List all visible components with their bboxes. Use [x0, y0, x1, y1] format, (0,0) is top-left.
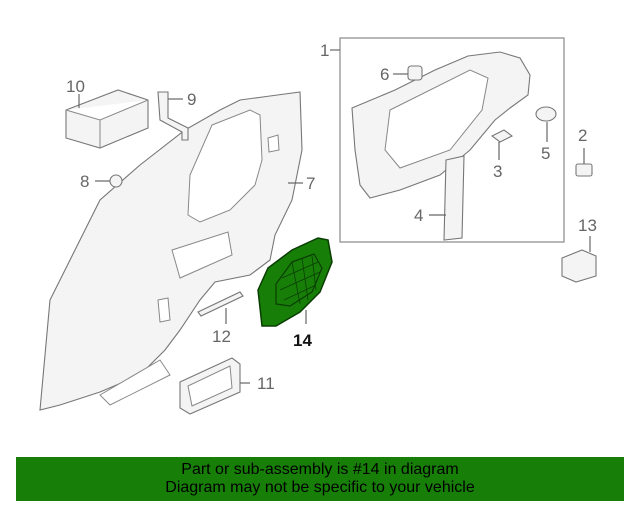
clip-6 [407, 65, 423, 81]
callout-8: 8 [80, 172, 89, 191]
leader-lines [78, 49, 591, 384]
clip-8 [109, 174, 123, 188]
part-info-banner: Part or sub-assembly is #14 in diagram D… [16, 457, 624, 501]
callout-5: 5 [541, 144, 550, 163]
clip-3 [490, 129, 514, 143]
bezel-11 [179, 357, 241, 415]
callout-14: 14 [293, 331, 312, 350]
banner-line-2: Diagram may not be specific to your vehi… [165, 479, 475, 496]
callout-7: 7 [306, 174, 315, 193]
callout-6: 6 [380, 65, 389, 84]
storage-box-10 [65, 89, 149, 149]
callout-2: 2 [578, 126, 587, 145]
callout-13: 13 [578, 216, 597, 235]
callout-10: 10 [66, 77, 85, 96]
callout-3: 3 [493, 162, 502, 181]
bracket-9 [157, 91, 189, 141]
callout-12: 12 [212, 327, 231, 346]
banner-line-1: Part or sub-assembly is #14 in diagram [181, 461, 459, 478]
callout-4: 4 [414, 206, 423, 225]
strip-12 [197, 291, 244, 317]
callout-11: 11 [257, 374, 275, 393]
connector-13 [561, 249, 597, 283]
quarter-trim-panel-7 [39, 91, 303, 411]
clip-2 [575, 163, 593, 177]
upper-pillar-trim-1 [339, 37, 565, 243]
callout-1: 1 [320, 41, 329, 60]
speaker-grille-14-highlighted [257, 237, 333, 327]
parts-diagram: 1 2 3 4 5 6 7 8 9 10 11 12 13 14 [39, 37, 597, 415]
fastener-5 [535, 106, 557, 122]
callout-9: 9 [187, 90, 196, 109]
